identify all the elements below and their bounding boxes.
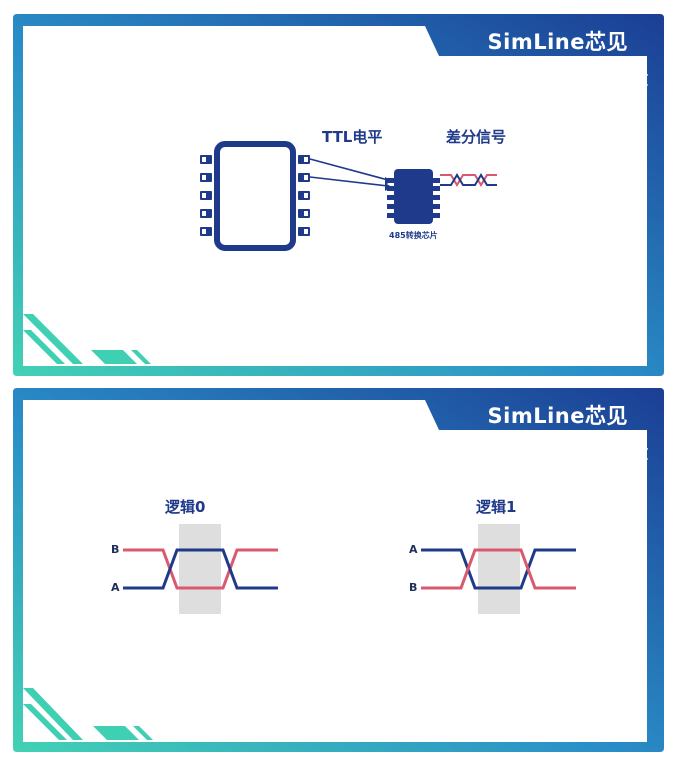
corner-decoration-left xyxy=(23,314,151,364)
side-decoration-right xyxy=(607,434,649,462)
brand-logo: SimLine芯见 xyxy=(487,404,628,428)
banner-stripes xyxy=(385,400,437,426)
panel-logic-levels: SimLine芯见 逻辑0 逻辑1 B A A B xyxy=(13,388,664,752)
brand-logo: SimLine芯见 xyxy=(487,30,628,54)
mcu-chip xyxy=(200,141,310,251)
logic1-gray-band xyxy=(478,524,520,614)
logic1-waveform xyxy=(421,524,576,614)
logic1-top-line-label: A xyxy=(409,543,418,556)
corner-decoration-left xyxy=(23,688,153,740)
logic0-bottom-line-label: A xyxy=(111,581,120,594)
ttl-level-label: TTL电平 xyxy=(322,128,383,146)
panel-1-frame xyxy=(13,14,664,376)
panel-ttl-to-differential: SimLine芯见 TTL电平 差分信号 485转换芯片 xyxy=(13,14,664,376)
logic0-waveform xyxy=(123,524,278,614)
ttl-wires xyxy=(309,158,389,187)
side-decoration-right xyxy=(607,60,649,88)
panel-2-frame xyxy=(13,388,664,752)
rs485-chip xyxy=(387,169,440,224)
banner-stripes xyxy=(385,26,437,52)
logic0-gray-band xyxy=(179,524,221,614)
logic1-title: 逻辑1 xyxy=(476,498,517,516)
differential-signal-label: 差分信号 xyxy=(446,128,507,146)
differential-pair xyxy=(440,173,497,187)
chip-label: 485转换芯片 xyxy=(389,231,438,240)
logic0-top-line-label: B xyxy=(111,543,120,556)
logic0-title: 逻辑0 xyxy=(165,498,206,516)
logic1-bottom-line-label: B xyxy=(409,581,418,594)
